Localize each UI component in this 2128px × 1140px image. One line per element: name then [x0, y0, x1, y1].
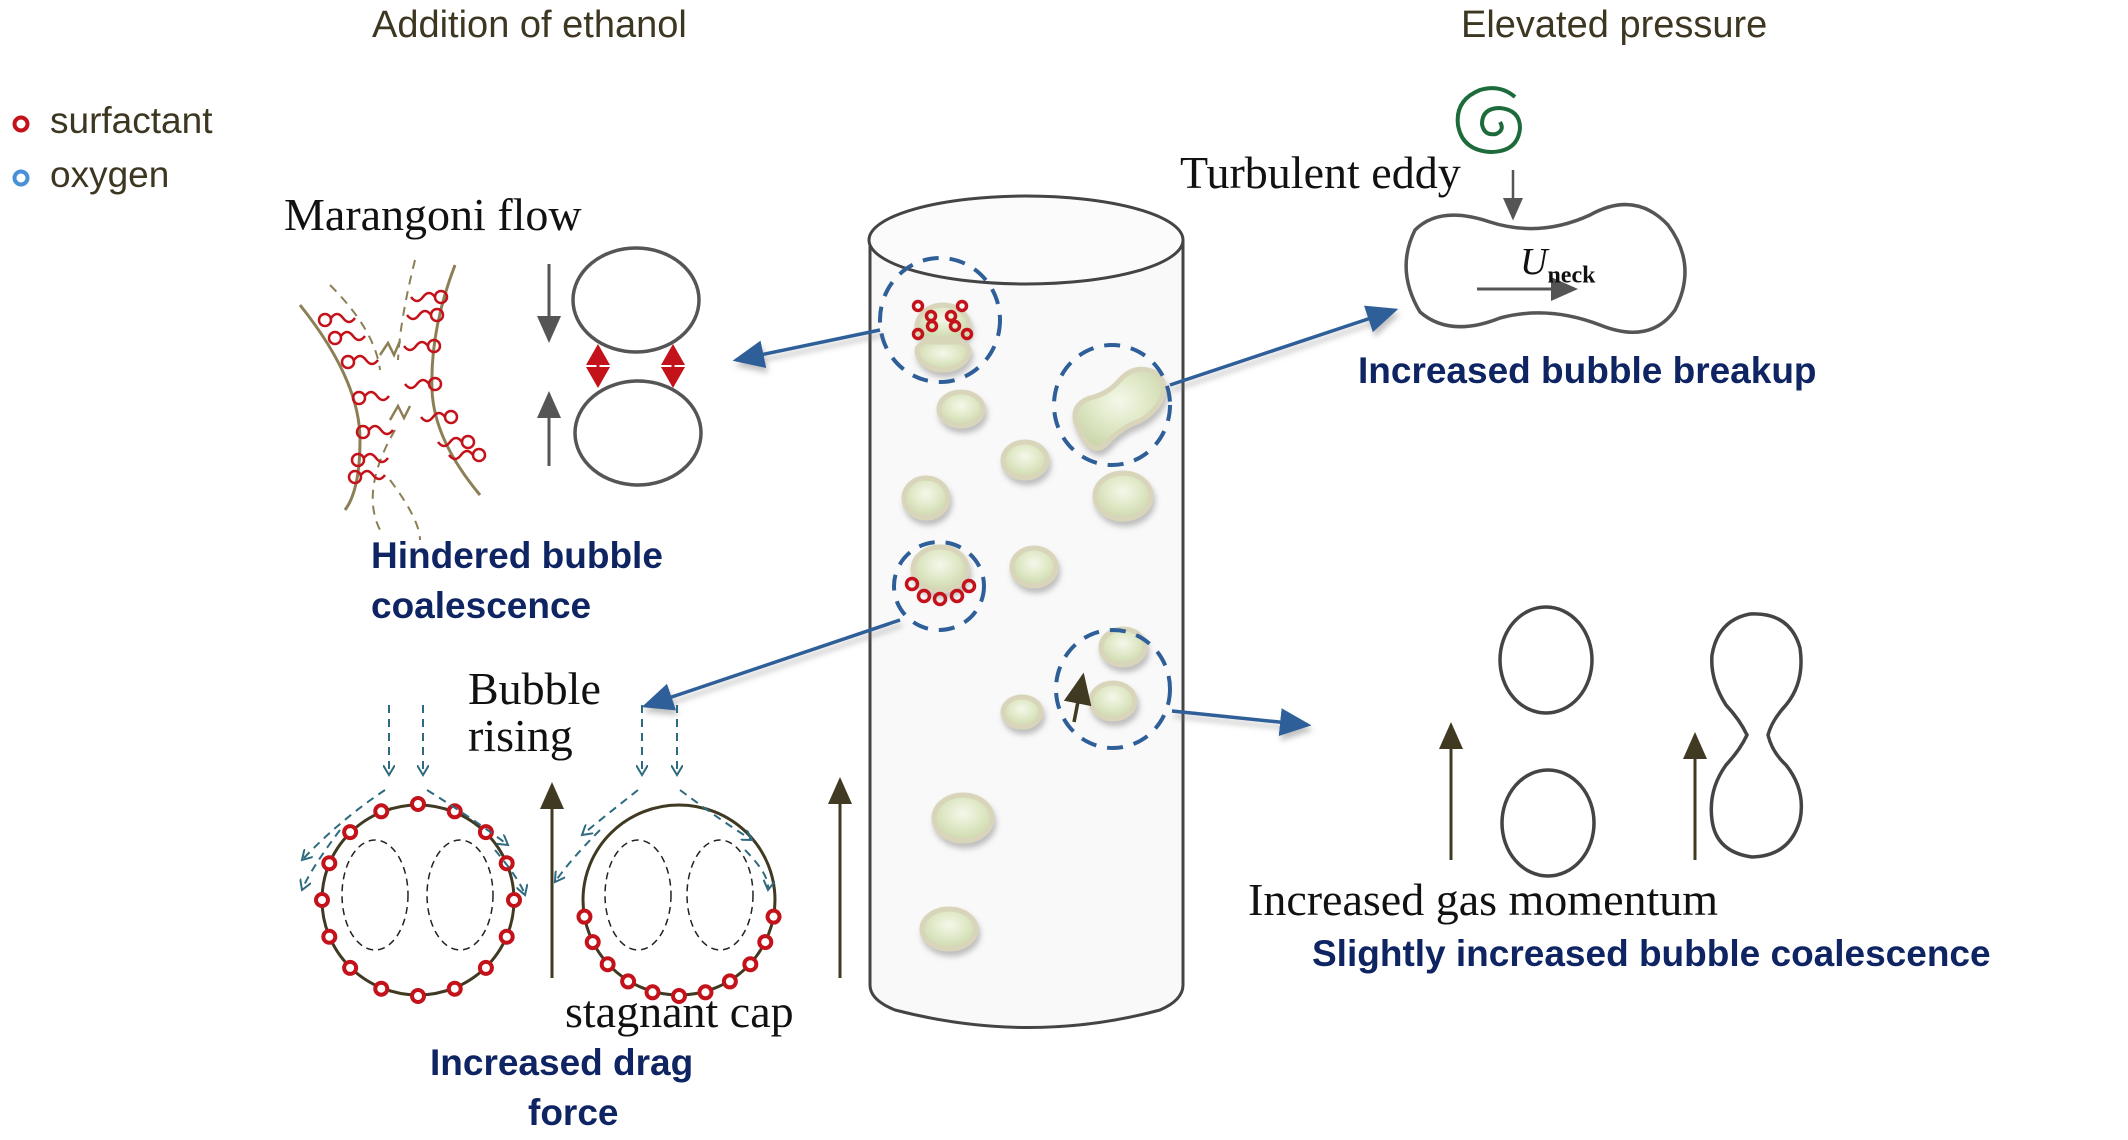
surfactant-molecule	[644, 984, 661, 1001]
surfactant-molecule	[757, 934, 774, 951]
callout-circle-drag	[892, 540, 986, 632]
hindered-caption-line1: Hindered bubble	[371, 535, 663, 576]
bubble	[1009, 545, 1059, 589]
callout-circle-breakup	[1052, 343, 1172, 467]
film-thinning-arrows	[586, 344, 685, 388]
surfactant-molecule	[576, 908, 593, 925]
callout-circle-momentum	[1054, 628, 1172, 750]
surfactant-molecule	[321, 855, 338, 872]
surfactant-molecule	[599, 956, 616, 973]
surfactant-molecule	[765, 908, 782, 925]
surfactant-molecule	[373, 803, 390, 820]
surfactant-molecule	[671, 988, 687, 1004]
callout-arrows	[641, 305, 1399, 737]
arrow-to-drag	[641, 618, 901, 711]
bubble-rising-label-line1: Bubble	[468, 663, 601, 714]
surfactant-molecule	[446, 803, 463, 820]
hindered-caption-line2: coalescence	[371, 585, 592, 626]
surfactant-ring	[314, 796, 782, 1004]
bubble	[1088, 680, 1138, 722]
approaching-bubbles	[571, 246, 703, 487]
surfactant-molecule	[321, 928, 338, 945]
surfactant-molecule	[620, 973, 637, 990]
bubble	[1072, 366, 1167, 451]
bubble	[901, 475, 951, 521]
surfactant-molecule	[697, 984, 714, 1001]
turbulent-eddy-icon	[1455, 86, 1523, 155]
u-neck-label: Uneck	[1520, 240, 1595, 290]
gas-momentum-label: Increased gas momentum	[1248, 874, 1719, 925]
right-section-title: Elevated pressure	[1461, 4, 1768, 46]
bubble-rising-label-line2: rising	[468, 710, 573, 761]
arrow-to-breakup	[1169, 305, 1399, 387]
callout-circle-coalescence	[878, 256, 1002, 384]
stagnant-cap-label: stagnant cap	[565, 986, 794, 1037]
callout-circles	[878, 256, 1172, 750]
left-section-title: Addition of ethanol	[372, 4, 687, 46]
momentum-bubbles	[1498, 605, 1804, 878]
rising-arrow-icon	[1063, 672, 1092, 723]
surfactant-molecule	[410, 796, 426, 812]
bubble	[936, 389, 986, 429]
oxygen-legend-icon	[12, 169, 30, 187]
bubble	[1000, 694, 1044, 730]
neck-subscript: neck	[1547, 262, 1596, 289]
surfactant-molecule	[314, 892, 330, 908]
bubble	[1000, 439, 1050, 481]
bubble	[919, 906, 979, 952]
drag-caption-line2: force	[528, 1092, 619, 1133]
column-bubbles	[901, 302, 1167, 952]
surfactant-molecule	[342, 824, 359, 841]
bubble	[1092, 470, 1154, 522]
surfactant-molecule	[498, 928, 515, 945]
marangoni-film-drawing	[298, 259, 487, 541]
surfactant-molecule	[742, 956, 759, 973]
slight-coalescence-caption: Slightly increased bubble coalescence	[1312, 933, 1991, 974]
turbulent-eddy-label: Turbulent eddy	[1180, 147, 1461, 198]
bubble	[914, 339, 972, 373]
legend-surfactant-label: surfactant	[50, 100, 213, 141]
legend-oxygen-label: oxygen	[50, 154, 170, 195]
surfactant-legend-icon	[12, 115, 30, 133]
surfactant-molecule	[506, 892, 522, 908]
surfactant-molecules	[904, 299, 977, 607]
surfactant-molecule	[584, 934, 601, 951]
breakup-bubble-outline	[1404, 202, 1687, 334]
u-symbol: U	[1520, 241, 1548, 283]
surfactant-molecule	[342, 959, 359, 976]
flow-streamlines	[302, 705, 768, 895]
surfactant-molecule	[410, 988, 426, 1004]
surfactant-molecule	[373, 980, 390, 997]
bubble	[931, 792, 995, 844]
surfactant-molecule	[721, 973, 738, 990]
arrow-to-marangoni	[732, 328, 881, 368]
drag-caption-line1: Increased drag	[430, 1042, 694, 1083]
arrow-to-momentum	[1171, 708, 1312, 737]
surfactant-molecule	[477, 959, 494, 976]
marangoni-flow-label: Marangoni flow	[284, 189, 582, 240]
bubble	[910, 544, 970, 594]
breakup-caption: Increased bubble breakup	[1358, 350, 1817, 391]
surfactant-molecule	[446, 980, 463, 997]
